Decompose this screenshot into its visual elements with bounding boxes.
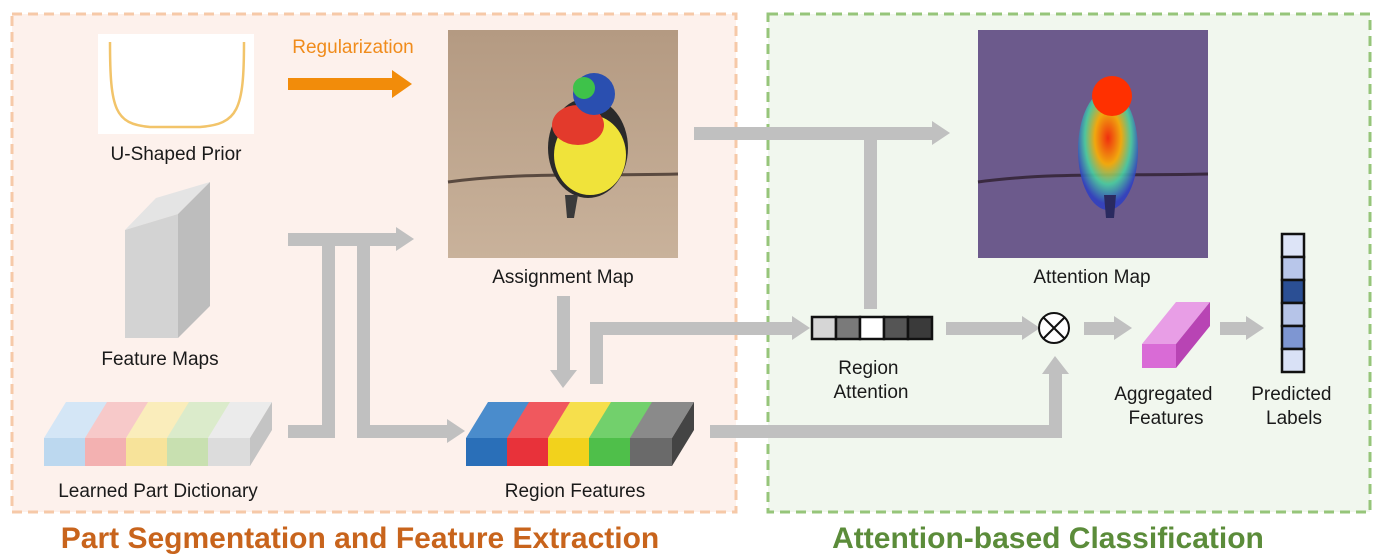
left-section-title: Part Segmentation and Feature Extraction [61, 522, 659, 555]
predicted-label-cell [1280, 255, 1306, 282]
predicted-labels-label-line2: Labels [1266, 408, 1322, 429]
region-features [466, 402, 694, 466]
assignment-map-label: Assignment Map [492, 267, 634, 288]
region-attention-cell [810, 315, 838, 341]
region-feature-part [466, 402, 530, 466]
right-section-title: Attention-based Classification [832, 522, 1264, 555]
region-feature-part [630, 402, 694, 466]
region-attention-cell [906, 315, 934, 341]
regularization-arrow [288, 70, 412, 98]
predicted-label-cell [1280, 347, 1306, 374]
predicted-label-cell [1280, 232, 1306, 259]
learned-part-dictionary-label: Learned Part Dictionary [58, 481, 258, 502]
region-attention-cell [834, 315, 862, 341]
region-attention-vector [810, 315, 934, 341]
feature-maps-block [125, 182, 210, 338]
predicted-labels-vector [1280, 232, 1306, 374]
region-attention-label-line1: Region [838, 358, 898, 379]
predicted-labels-label: Predicted Labels [1251, 384, 1337, 429]
region-attention-label: Region Attention [834, 358, 909, 403]
learned-part-dictionary [44, 402, 272, 466]
predicted-label-cell [1280, 324, 1306, 351]
aggregated-features-label: Aggregated Features [1114, 384, 1218, 429]
predicted-label-cell [1280, 301, 1306, 328]
attention-map-image [977, 30, 1209, 258]
region-attention-cell [858, 315, 886, 341]
u-shaped-prior-plot [98, 34, 254, 134]
u-shaped-prior-label: U-Shaped Prior [111, 144, 243, 165]
aggregated-feature-block [1142, 302, 1210, 368]
region-features-label: Region Features [505, 481, 645, 502]
regularization-label: Regularization [292, 37, 413, 58]
region-attention-label-line2: Attention [834, 382, 909, 403]
attention-map-label: Attention Map [1033, 267, 1150, 288]
dictionary-part [208, 402, 272, 466]
aggregated-features-label-line1: Aggregated [1114, 384, 1212, 405]
assignment-map-image [447, 30, 679, 258]
connector-arrows-left [288, 227, 810, 443]
predicted-labels-label-line1: Predicted [1251, 384, 1331, 405]
predicted-label-cell [1280, 278, 1306, 305]
feature-maps-label: Feature Maps [101, 349, 218, 370]
circled-times-icon [1038, 312, 1070, 344]
aggregated-features-label-line2: Features [1129, 408, 1204, 429]
connector-arrows-right [694, 121, 1264, 438]
region-attention-cell [882, 315, 910, 341]
